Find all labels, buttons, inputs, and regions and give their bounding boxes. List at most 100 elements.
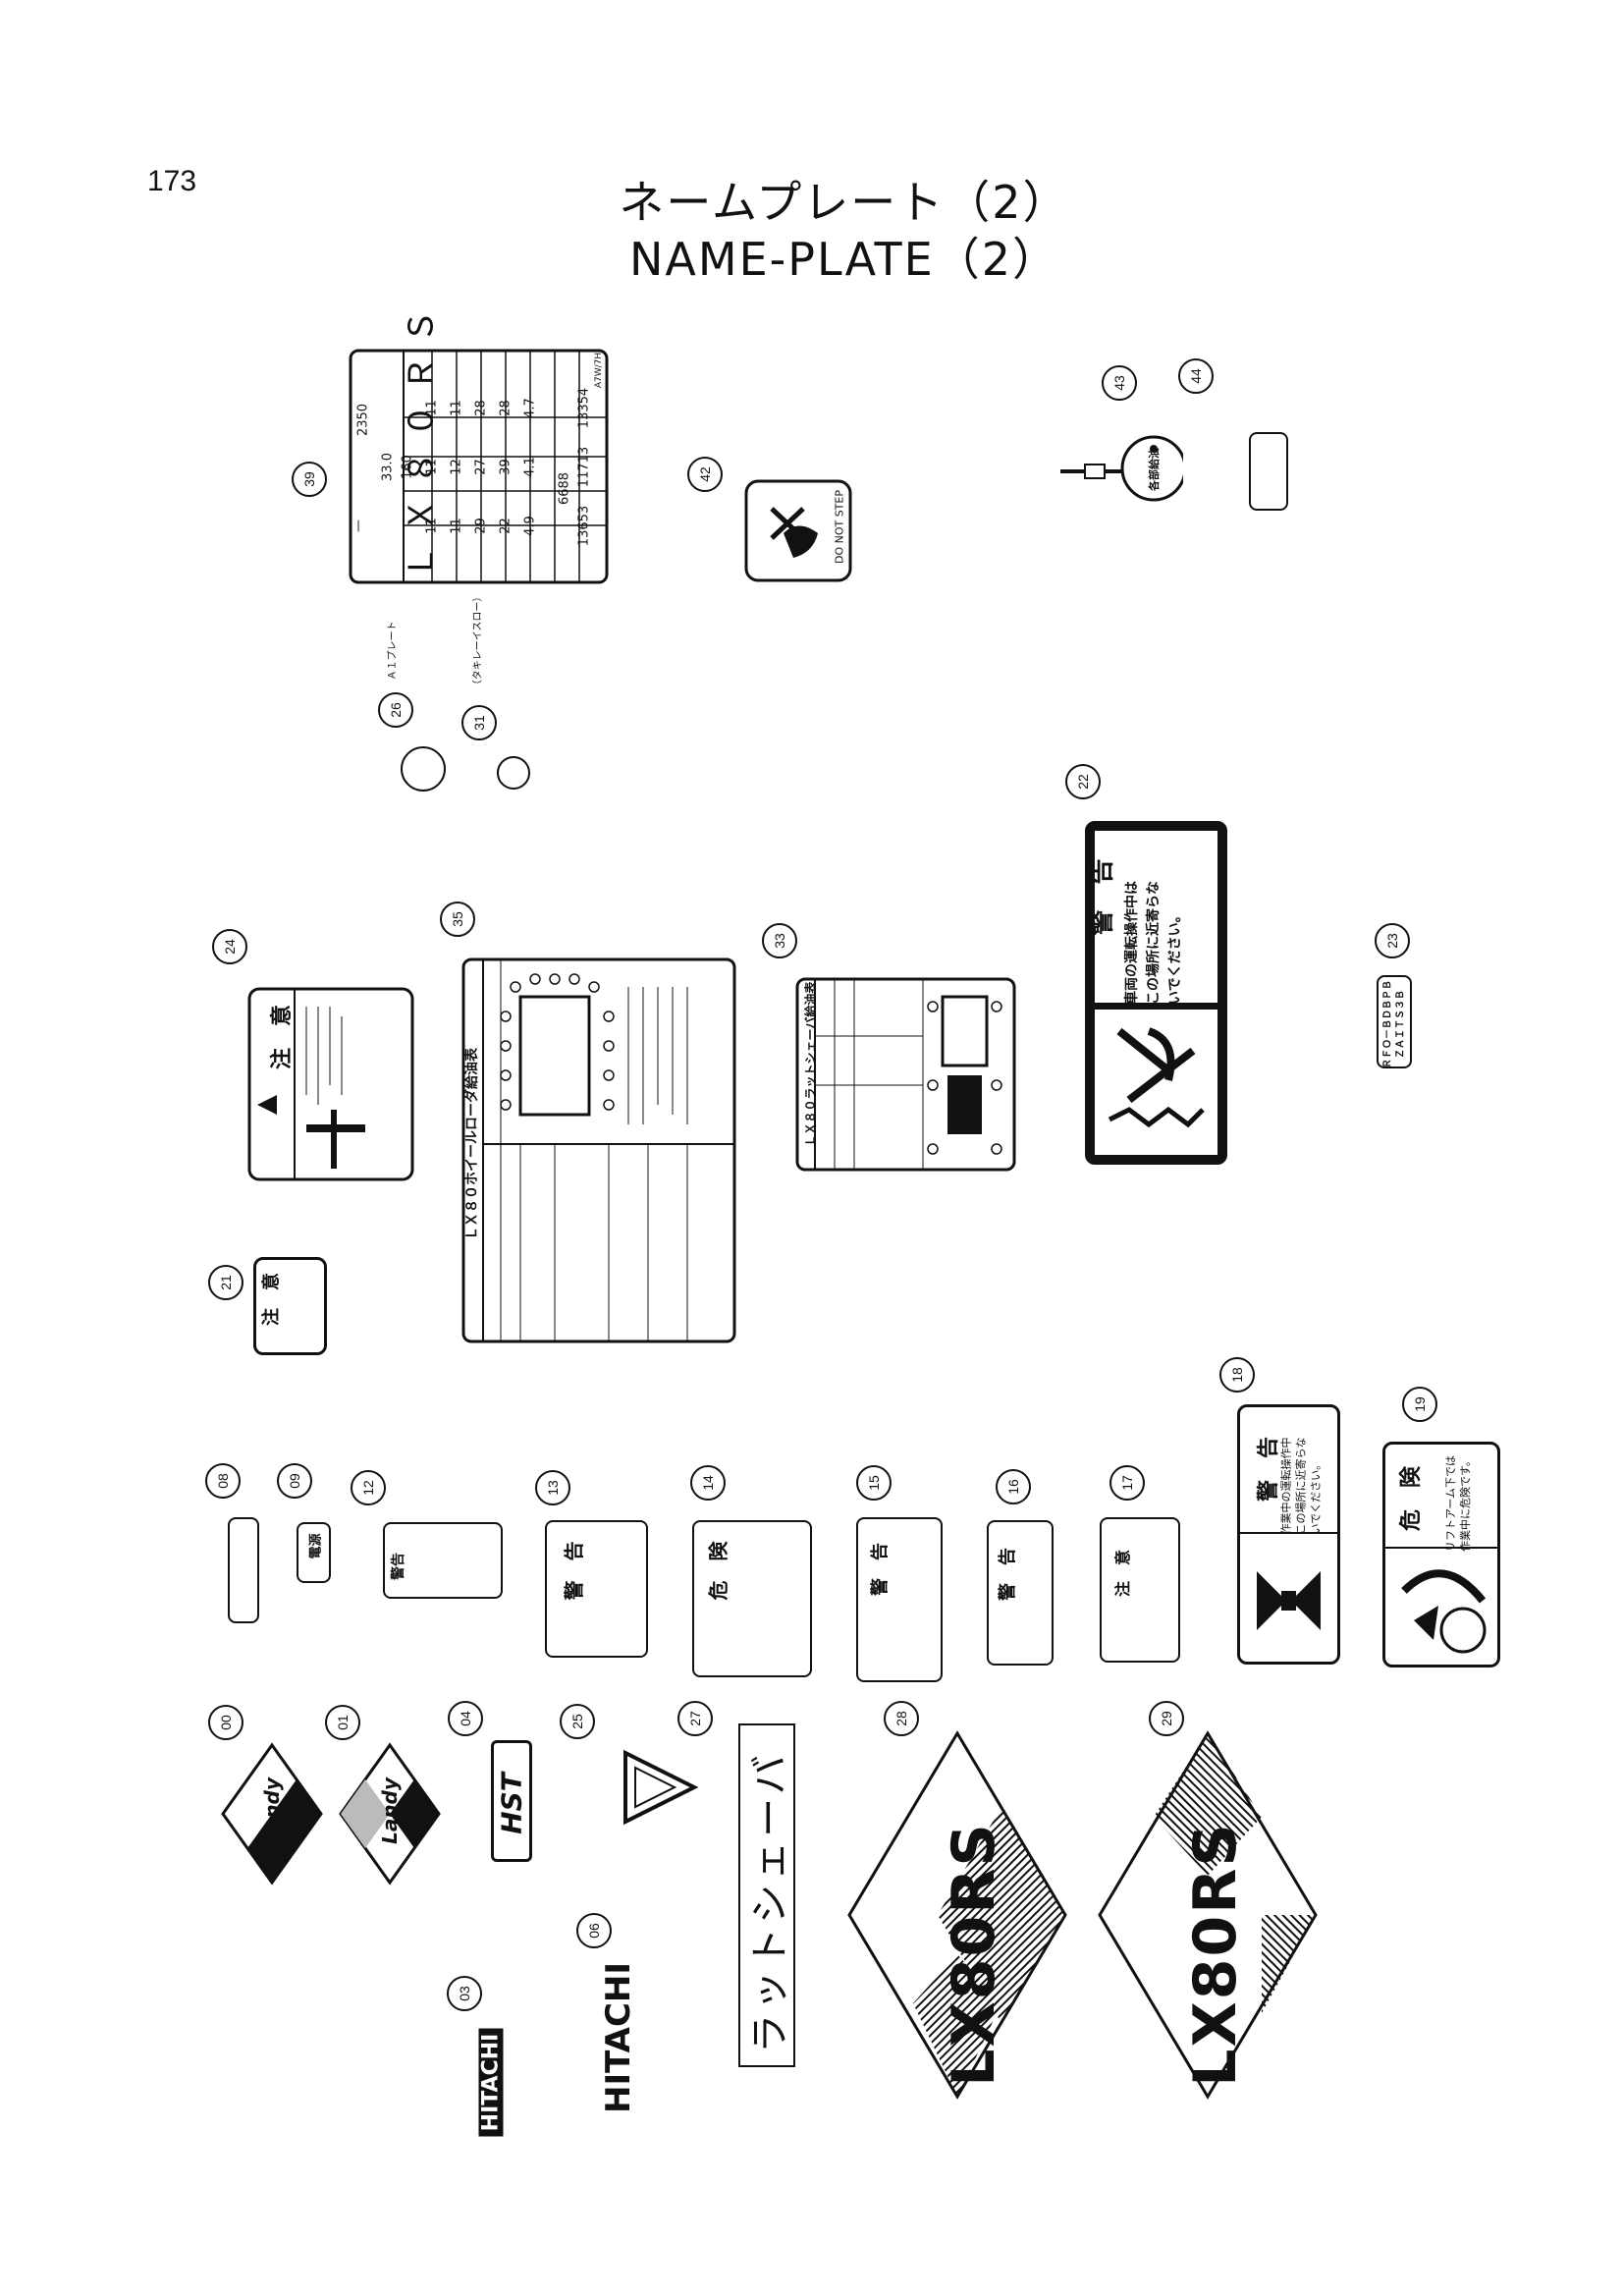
title-japanese: ネームプレート（2） [619, 176, 1070, 229]
logo-04-text: HST [495, 1773, 528, 1834]
callout-26: 26 [378, 692, 413, 728]
plate-39-e2: 11 [424, 459, 440, 475]
plate-12-header: 警告 [391, 1553, 406, 1580]
logo-25-triangle-icon [623, 1749, 699, 1826]
callout-08: 08 [205, 1463, 241, 1499]
plate-39-d3: 11 [449, 518, 464, 534]
plate-39-mass-dash: — [351, 519, 366, 532]
plate-35-header: 警 告 [1087, 858, 1117, 936]
callout-35: 22 [1065, 764, 1101, 799]
callout-29: 29 [1149, 1701, 1184, 1736]
callout-00: 00 [208, 1705, 243, 1740]
plate-39-c3: 29 [473, 518, 489, 534]
plate-39-b1: 28 [498, 400, 514, 416]
callout-24: 33 [762, 923, 797, 958]
callout-03: 03 [447, 1976, 482, 2011]
callout-13: 13 [535, 1470, 570, 1505]
plate-14-danger [692, 1520, 812, 1677]
plate-21-header: 注 意 [261, 1273, 282, 1326]
callout-33: 23 [1375, 923, 1410, 958]
plate-31-circle [497, 756, 530, 790]
callout-16: 16 [996, 1469, 1031, 1504]
plate-39-a1: 4.7 [522, 398, 538, 418]
plate-43-key-tag [1060, 435, 1183, 502]
callout-22: 24 [212, 929, 247, 964]
plate-21-caution [253, 1257, 327, 1355]
callout-17: 17 [1109, 1465, 1145, 1501]
logo-29-text: LX80RS [1181, 1822, 1250, 2087]
logo-29-lx80rs-diamond [1098, 1730, 1318, 2100]
callout-09: 09 [277, 1463, 312, 1499]
plate-39-a2: 4.1 [522, 457, 538, 477]
plate-15-header: 警 告 [870, 1543, 891, 1596]
plate-39-weight-3: 13653 [576, 505, 592, 547]
logo-04-hst [491, 1740, 532, 1862]
callout-15: 15 [856, 1465, 892, 1501]
plate-18-header: 警 告 [1257, 1437, 1281, 1503]
plate-39-a3: 4.9 [522, 516, 538, 536]
plate-13-warning [545, 1520, 648, 1658]
plate-16-header: 警 告 [998, 1548, 1018, 1601]
logo-01-landy-diamond [339, 1742, 441, 1886]
plate-22-caution [247, 987, 414, 1181]
plate-42-do-not-step [744, 479, 852, 582]
plate-19-divider [1384, 1547, 1498, 1549]
callout-27: 27 [677, 1701, 713, 1736]
logo-01-text: Landy [378, 1777, 402, 1844]
logo-06-hitachi: HITACHI [599, 1961, 638, 2114]
plate-39-e3: 11 [424, 518, 440, 534]
plate-17-header: 注 意 [1113, 1550, 1132, 1598]
plate-19-header: 危 険 [1399, 1466, 1424, 1532]
plate-19-text: リフトアーム下では 作業中に危険です。 [1444, 1454, 1472, 1552]
plate-39-mass: 2350 [355, 403, 371, 437]
plate-39-c2: 27 [473, 459, 489, 475]
plate-39-c1: 28 [473, 400, 489, 416]
callout-25: 25 [560, 1704, 595, 1739]
callout-42: 42 [687, 457, 723, 492]
plate-23-lube-chart [461, 957, 736, 1343]
callout-21: 21 [208, 1265, 243, 1300]
plate-35-pictogram [1108, 1027, 1205, 1128]
callout-12: 12 [351, 1470, 386, 1505]
plate-26-circle [401, 746, 446, 792]
plate-39-spec-table [349, 349, 609, 584]
logo-28-text: LX80RS [940, 1822, 1008, 2087]
callout-04: 04 [448, 1701, 483, 1736]
plate-39-code: A7W/7H [594, 352, 604, 389]
plate-08-label [228, 1517, 259, 1623]
plate-17-caution [1100, 1517, 1180, 1663]
logo-00-landy-diamond [221, 1742, 323, 1886]
plate-33-text: ＲＦＯ－ＢＤＢＰＢ ＺＡＩＴＳ３Ｂ [1382, 980, 1406, 1068]
plate-43-label: 各部給油 [1148, 448, 1161, 491]
callout-14: 14 [690, 1465, 726, 1501]
label-31-text: （タキレーイスロー） [472, 591, 484, 690]
plate-39-weight-1: 13354 [576, 387, 592, 429]
plate-39-b2: 39 [498, 459, 514, 475]
logo-03-hitachi: HITACHI [478, 2028, 504, 2137]
logo-00-text: Landy [260, 1777, 284, 1844]
plate-23-header: ＬＸ８０ホイールローダ給油表 [464, 1048, 480, 1240]
plate-42-label: DO NOT STEP [833, 490, 846, 565]
callout-31: 31 [461, 705, 497, 740]
callout-39: 39 [292, 462, 327, 497]
plate-22-header: 注 意 [270, 1005, 295, 1070]
title-english: NAME-PLATE（2） [629, 233, 1059, 286]
plate-18-warning [1237, 1404, 1340, 1665]
plate-15-warning [856, 1517, 943, 1682]
plate-39-speed: 33.0 [380, 453, 396, 481]
plate-12-warning [383, 1522, 503, 1599]
plate-39-d2: 12 [449, 459, 464, 475]
logo-27-text: ラットシェーバ [747, 1751, 793, 2053]
plate-13-header: 警 告 [562, 1541, 586, 1601]
plate-35-text: 車両の運転操作中は この場所に近寄らな いでください。 [1124, 881, 1183, 1005]
plate-39-e1: 11 [424, 400, 440, 416]
plate-09-header: 電源 [308, 1533, 324, 1559]
plate-39-d1: 11 [449, 400, 464, 416]
plate-39-b3: 22 [498, 518, 514, 534]
callout-19: 19 [1402, 1387, 1437, 1422]
logo-28-lx80rs-diamond [847, 1730, 1067, 2100]
plate-16-warning [987, 1520, 1054, 1666]
plate-39-power: 160 [400, 455, 415, 479]
callout-01: 01 [325, 1705, 360, 1740]
callout-06: 06 [576, 1913, 612, 1948]
